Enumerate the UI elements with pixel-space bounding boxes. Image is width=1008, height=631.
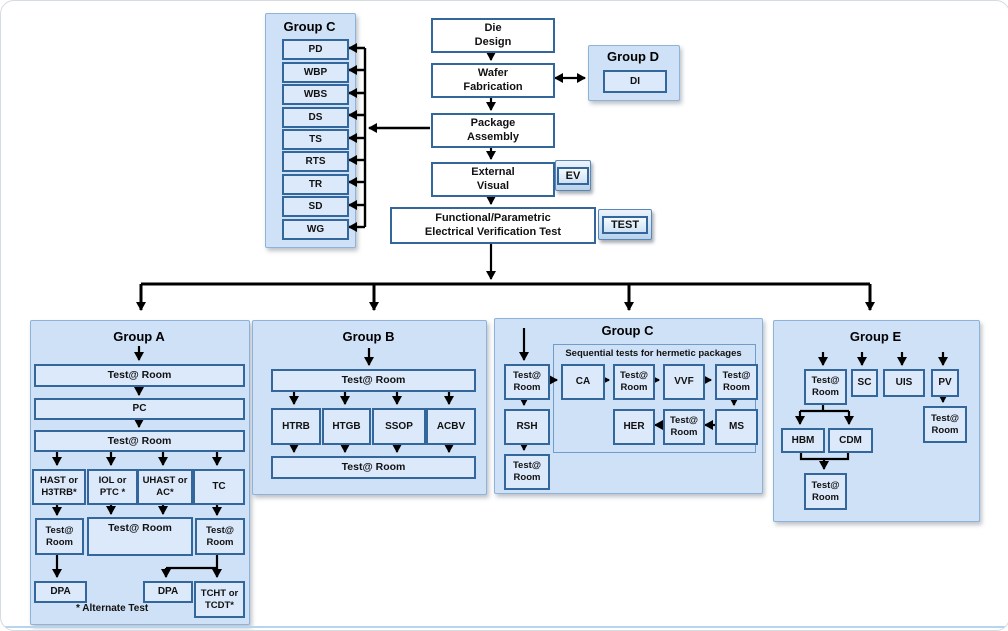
- node-vvf: VVF: [663, 364, 705, 400]
- node-electrical-verification-test: Functional/Parametric Electrical Verific…: [390, 207, 596, 244]
- group-b-title: Group B: [342, 329, 395, 344]
- node-sc: SC: [851, 369, 878, 397]
- group-a-title: Group A: [113, 329, 165, 344]
- group-e-arrows: [795, 352, 948, 470]
- test-badge-label: TEST: [601, 215, 649, 234]
- node-ms: MS: [715, 409, 758, 445]
- node-iol-ptc: IOL or PTC *: [87, 469, 138, 505]
- group-a-arrows: [52, 346, 222, 578]
- node-hast-h3trb: HAST or H3TRB*: [32, 469, 86, 505]
- node-her: HER: [613, 409, 655, 445]
- node-dpa-2: DPA: [143, 581, 193, 603]
- node-e-test-room-2: Test@ Room: [923, 406, 967, 443]
- node-b-test-room-bottom: Test@ Room: [271, 456, 476, 479]
- node-pv: PV: [931, 369, 959, 397]
- node-a-test-room-3: Test@ Room: [35, 518, 84, 555]
- node-cdm: CDM: [828, 428, 873, 453]
- node-b-test-room-top: Test@ Room: [271, 369, 476, 392]
- node-a-pc: PC: [34, 398, 245, 420]
- node-c-test-room-1: Test@ Room: [504, 364, 550, 400]
- group-d-title: Group D: [607, 49, 659, 64]
- node-a-test-room-2: Test@ Room: [34, 430, 245, 452]
- node-ca: CA: [561, 364, 605, 400]
- top-group-c-title: Group C: [283, 19, 336, 34]
- node-c-test-room-4: Test@ Room: [715, 364, 758, 400]
- node-a-test-room-5: Test@ Room: [195, 518, 245, 555]
- node-e-test-room-1: Test@ Room: [804, 369, 847, 405]
- node-a-test-room-4: Test@ Room: [87, 517, 193, 556]
- node-di: DI: [603, 70, 667, 93]
- node-hbm: HBM: [781, 428, 825, 453]
- node-e-test-room-3: Test@ Room: [804, 473, 847, 510]
- node-ssop: SSOP: [372, 408, 426, 445]
- node-wbs: WBS: [282, 84, 349, 105]
- node-rts: RTS: [282, 151, 349, 172]
- node-acbv: ACBV: [426, 408, 476, 445]
- node-tcht-tcdt: TCHT or TCDT*: [194, 581, 245, 618]
- node-wafer-fabrication: Wafer Fabrication: [431, 63, 555, 98]
- node-uis: UIS: [883, 369, 925, 397]
- node-tr: TR: [282, 174, 349, 195]
- node-dpa-1: DPA: [34, 581, 87, 603]
- node-a-test-room-1: Test@ Room: [34, 364, 245, 387]
- node-rsh: RSH: [504, 409, 550, 445]
- group-c-title: Group C: [601, 323, 654, 338]
- node-wbp: WBP: [282, 62, 349, 83]
- alternate-test-footnote: * Alternate Test: [76, 603, 149, 614]
- node-c-test-room-2: Test@ Room: [504, 454, 550, 490]
- node-uhast-ac: UHAST or AC*: [137, 469, 193, 505]
- node-htrb: HTRB: [271, 408, 321, 445]
- group-c-top-arrows: [348, 43, 430, 232]
- node-package-assembly: Package Assembly: [431, 113, 555, 148]
- node-c-test-room-3: Test@ Room: [613, 364, 655, 400]
- test-badge: TEST: [598, 209, 652, 240]
- node-pd: PD: [282, 39, 349, 60]
- bottom-divider: [1, 626, 1008, 628]
- node-external-visual: External Visual: [431, 162, 555, 197]
- distribution-bar: [136, 282, 875, 311]
- node-ts: TS: [282, 129, 349, 150]
- node-sd: SD: [282, 196, 349, 217]
- group-e-title: Group E: [849, 329, 902, 344]
- node-die-design: Die Design: [431, 18, 555, 53]
- node-c-test-room-5: Test@ Room: [663, 409, 705, 445]
- ev-badge-label: EV: [556, 166, 590, 185]
- node-ds: DS: [282, 107, 349, 128]
- node-wg: WG: [282, 219, 349, 240]
- node-htgb: HTGB: [322, 408, 371, 445]
- ev-badge: EV: [555, 160, 591, 191]
- hermetic-sequence-label: Sequential tests for hermetic packages: [565, 348, 742, 359]
- node-tc: TC: [193, 469, 245, 505]
